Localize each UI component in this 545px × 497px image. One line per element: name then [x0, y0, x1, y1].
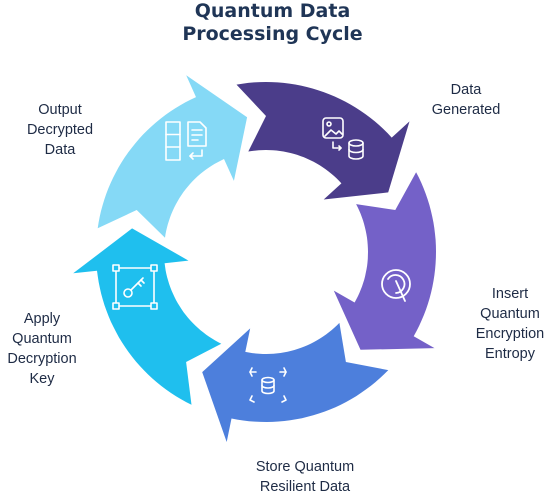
cycle-arrow-apply-key — [73, 228, 222, 405]
label-apply-key-line-2: Quantum — [12, 331, 72, 347]
label-apply-key-line-4: Key — [29, 371, 55, 387]
label-insert-entropy-line-1: Insert — [491, 286, 529, 302]
label-store-resilient-line-2: Resilient Data — [259, 479, 351, 495]
cycle-arrow-data-generated — [236, 82, 410, 200]
cycle-arrow-insert-entropy — [333, 172, 436, 350]
label-insert-entropy-line-2: Quantum — [480, 306, 540, 322]
label-output-decrypted-line-1: Output — [38, 102, 82, 118]
label-store-resilient: Store Quantum Resilient Data — [230, 457, 380, 497]
label-insert-entropy: Insert Quantum Encryption Entropy — [462, 284, 545, 364]
label-insert-entropy-line-3: Encryption — [475, 326, 545, 342]
label-data-generated: Data Generated — [418, 80, 514, 120]
label-output-decrypted-line-2: Decrypted — [26, 122, 94, 138]
label-store-resilient-line-1: Store Quantum — [255, 459, 355, 475]
label-data-generated-line-1: Data — [450, 82, 482, 98]
title-line-1: Quantum Data — [194, 0, 351, 22]
label-insert-entropy-line-4: Entropy — [485, 346, 535, 362]
diagram-title: Quantum Data Processing Cycle — [0, 0, 545, 46]
label-data-generated-line-2: Generated — [431, 102, 501, 118]
label-apply-key-line-1: Apply — [23, 311, 61, 327]
label-output-decrypted-line-3: Data — [44, 142, 76, 158]
cycle-arrow-store-resilient — [202, 322, 389, 442]
label-output-decrypted: Output Decrypted Data — [14, 100, 106, 160]
cycle-arrow-output-decrypted — [97, 75, 248, 238]
label-apply-key: Apply Quantum Decryption Key — [0, 309, 84, 389]
title-line-2: Processing Cycle — [182, 23, 363, 45]
label-apply-key-line-3: Decryption — [7, 351, 77, 367]
